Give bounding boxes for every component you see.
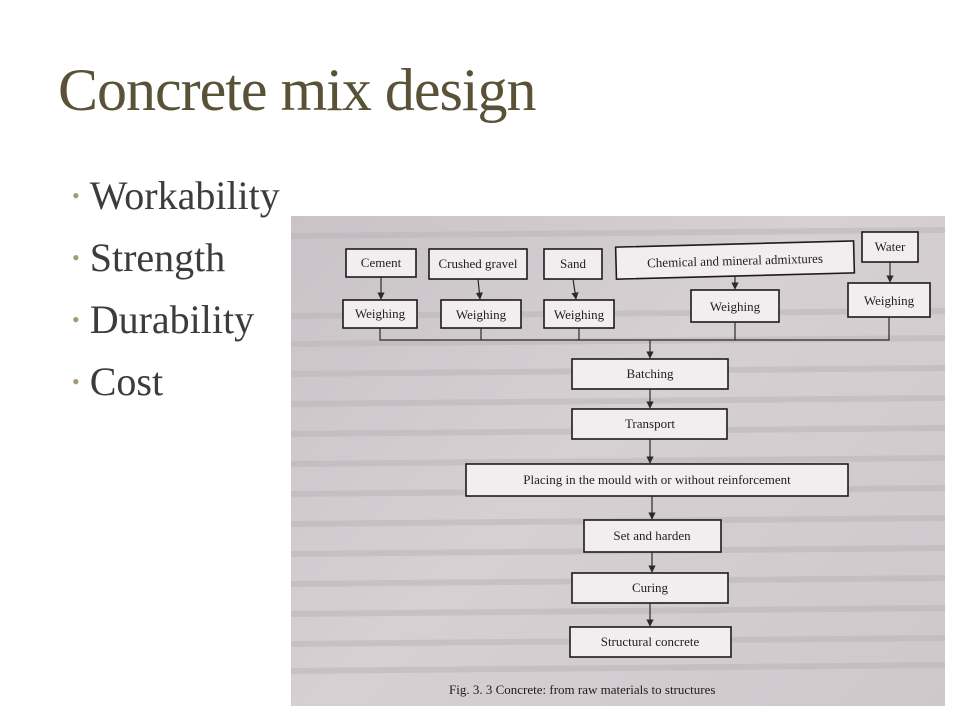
material-crushed-gravel: Crushed gravel [428, 248, 528, 280]
bullet-item: • Workability [72, 165, 280, 227]
weighing-box: Weighing [847, 282, 931, 318]
process-curing: Curing [571, 572, 729, 604]
material-cement: Cement [345, 248, 417, 278]
material-admixtures: Chemical and mineral admixtures [614, 240, 856, 280]
bullet-text: Strength [89, 235, 226, 280]
background-page-texture [291, 227, 945, 674]
bullet-text: Workability [89, 173, 280, 218]
svg-text:Batching: Batching [627, 366, 674, 381]
svg-text:Cement: Cement [361, 255, 402, 270]
flow-arrows-materials [377, 262, 894, 300]
svg-text:Weighing: Weighing [554, 307, 605, 322]
bullet-item: • Strength [72, 227, 280, 289]
material-water: Water [861, 231, 919, 263]
bullet-item: • Durability [72, 289, 280, 351]
svg-text:Weighing: Weighing [355, 306, 406, 321]
material-sand: Sand [543, 248, 603, 280]
bullet-text: Durability [89, 297, 255, 342]
svg-text:Curing: Curing [632, 580, 669, 595]
bullet-dot-icon: • [72, 307, 80, 332]
bullet-text: Cost [89, 359, 164, 404]
bullet-item: • Cost [72, 351, 280, 413]
bullet-dot-icon: • [72, 245, 80, 270]
svg-text:Structural concrete: Structural concrete [601, 634, 700, 649]
flowchart-diagram: Cement Crushed gravel Sand Chemical and … [291, 227, 945, 697]
svg-text:Chemical and mineral admixture: Chemical and mineral admixtures [647, 251, 823, 271]
svg-text:Weighing: Weighing [710, 299, 761, 314]
process-set-and-harden: Set and harden [583, 519, 722, 553]
svg-text:Placing in the mould with or w: Placing in the mould with or without rei… [523, 472, 791, 487]
svg-text:Crushed gravel: Crushed gravel [438, 256, 517, 271]
bullet-list: • Workability • Strength • Durability • Cost [72, 165, 280, 413]
process-structural-concrete: Structural concrete [569, 626, 732, 658]
flow-arrows-combine [379, 317, 890, 359]
process-transport: Transport [571, 408, 728, 440]
svg-text:Water: Water [875, 239, 906, 254]
process-batching: Batching [571, 358, 729, 390]
svg-text:Weighing: Weighing [864, 293, 915, 308]
svg-text:Set and harden: Set and harden [613, 528, 691, 543]
weighing-box: Weighing [690, 289, 780, 323]
svg-text:Weighing: Weighing [456, 307, 507, 322]
flowchart-photo: Cement Crushed gravel Sand Chemical and … [291, 216, 945, 706]
svg-text:Sand: Sand [560, 256, 587, 271]
process-placing: Placing in the mould with or without rei… [465, 463, 849, 497]
bullet-dot-icon: • [72, 369, 80, 394]
bullet-dot-icon: • [72, 183, 80, 208]
figure-caption: Fig. 3. 3 Concrete: from raw materials t… [449, 682, 715, 697]
slide-title: Concrete mix design [58, 57, 537, 123]
svg-text:Transport: Transport [625, 416, 675, 431]
weighing-box: Weighing [440, 299, 522, 329]
weighing-box: Weighing [543, 299, 615, 329]
weighing-box: Weighing [342, 299, 418, 329]
